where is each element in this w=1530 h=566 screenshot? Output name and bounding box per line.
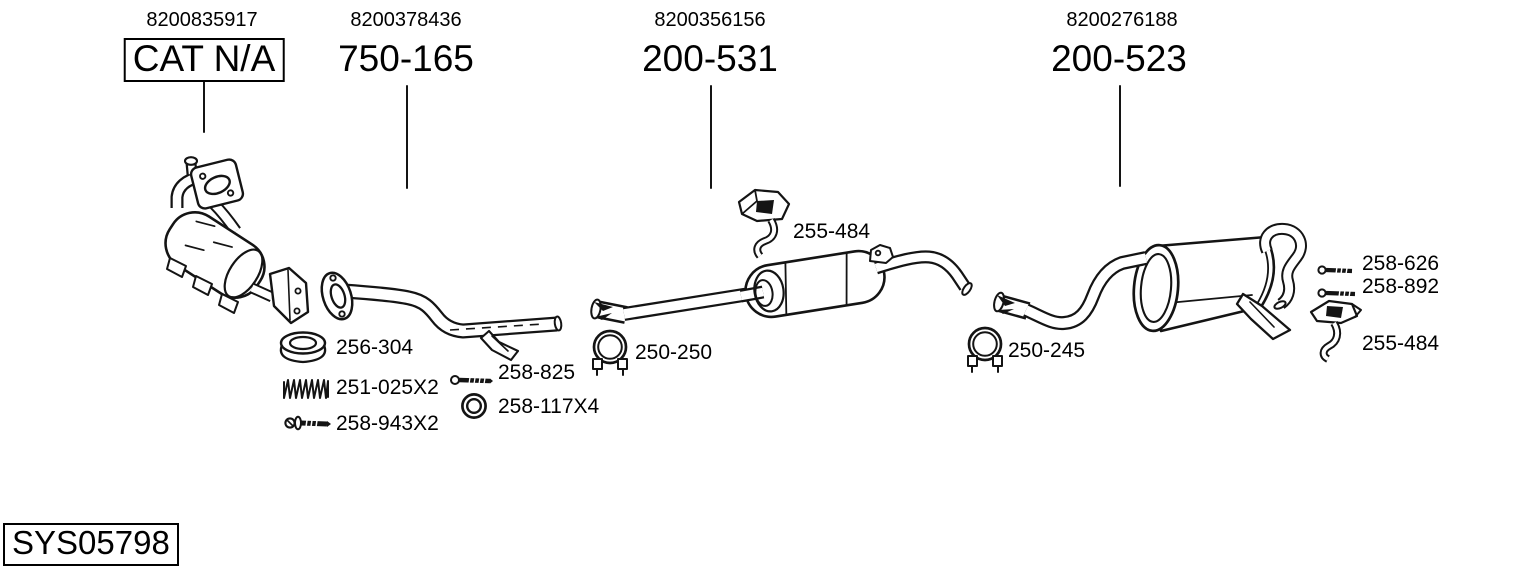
spring-icon — [283, 379, 329, 399]
oe-reference: 8200356156 — [654, 9, 766, 31]
bolt-icon — [450, 375, 493, 385]
part-number-front-pipe: 750-165 — [338, 38, 474, 79]
part-label-hanger-rear: 255-484 — [1362, 332, 1440, 355]
middle-silencer-drawing — [590, 244, 973, 324]
bolt-icon — [1317, 265, 1353, 275]
washer-icon — [461, 393, 487, 419]
catalytic-converter-drawing — [164, 156, 310, 325]
part-label-bolt-892: 258-892 — [1362, 275, 1440, 298]
part-label-clamp-250: 250-250 — [635, 341, 713, 364]
part-label-bolt-943: 258-943X2 — [336, 412, 439, 435]
bolt-icon — [284, 415, 331, 431]
clamp-icon — [967, 326, 1003, 373]
bolt-icon — [1317, 288, 1356, 298]
rear-silencer-drawing — [993, 222, 1307, 341]
front-pipe-drawing — [320, 271, 563, 362]
gasket-ring-icon — [279, 331, 327, 364]
part-number-rear-silencer: 200-523 — [1051, 38, 1187, 79]
rubber-hanger-icon — [737, 188, 791, 259]
oe-reference: 8200276188 — [1066, 9, 1178, 31]
oe-reference: 8200835917 — [146, 9, 258, 31]
part-label-spring: 251-025X2 — [336, 376, 439, 399]
leader-lines — [203, 81, 1121, 189]
part-label-bolt-825: 258-825 — [498, 361, 576, 384]
rubber-hanger-icon — [1309, 299, 1362, 363]
part-label-clamp-245: 250-245 — [1008, 339, 1086, 362]
part-label-gasket: 256-304 — [336, 336, 414, 359]
clamp-icon — [592, 329, 628, 376]
part-label-hanger-middle: 255-484 — [793, 220, 871, 243]
part-number-middle-silencer: 200-531 — [642, 38, 778, 79]
part-number-cat: CAT N/A — [123, 38, 285, 82]
part-label-washer: 258-117X4 — [498, 395, 600, 418]
system-code-badge: SYS05798 — [3, 523, 179, 566]
oe-reference: 8200378436 — [350, 9, 462, 31]
part-label-bolt-626: 258-626 — [1362, 252, 1440, 275]
